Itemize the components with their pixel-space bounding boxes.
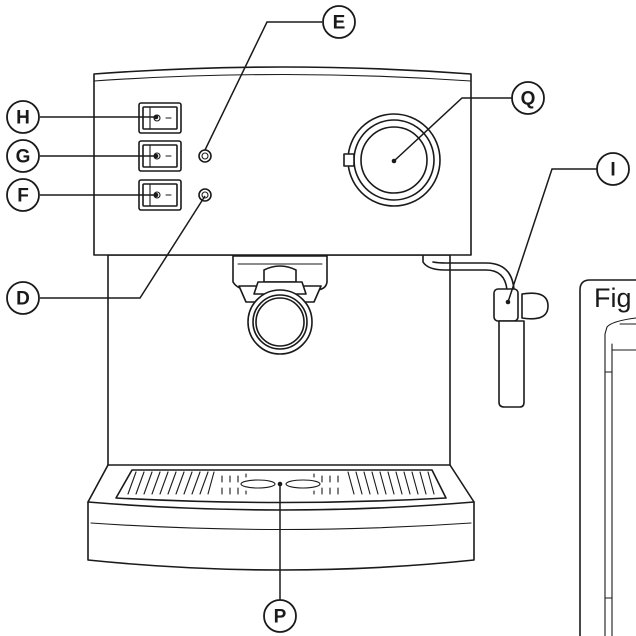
- switch-g: [138, 140, 182, 172]
- control-panel-housing: [93, 66, 472, 256]
- callout-h: H: [6, 100, 40, 134]
- drip-tray-lower-edge: [90, 522, 472, 531]
- callout-label-d: D: [16, 289, 30, 310]
- figure-panel: Fig: [579, 279, 636, 636]
- callout-label-p: P: [274, 607, 287, 628]
- callout-g: G: [6, 139, 40, 173]
- callout-line-e: [204, 21, 322, 151]
- figure-panel-border: [579, 279, 636, 636]
- callout-line-i: [507, 168, 597, 303]
- portafilter: [238, 281, 322, 355]
- callout-e: E: [322, 5, 356, 39]
- steam-wand-pipe-outer: [422, 254, 508, 291]
- portafilter-handle-mid: [252, 294, 308, 350]
- callout-label-q: Q: [521, 89, 536, 110]
- steam-wand-pipe-inner: [432, 261, 515, 291]
- control-panel: [93, 66, 472, 256]
- portafilter-handle-outer: [247, 289, 313, 355]
- group-head-spout: [263, 265, 297, 283]
- callout-label-h: H: [16, 108, 30, 129]
- callout-lines: [40, 21, 597, 600]
- drip-tray-front-edge: [87, 501, 475, 511]
- drip-tray-grill-slots: [127, 471, 435, 495]
- callout-d: D: [6, 281, 40, 315]
- switch-h: [138, 102, 182, 134]
- callout-f: F: [6, 178, 40, 212]
- callout-p: P: [263, 599, 297, 633]
- indicator-light-d: [198, 188, 212, 202]
- portafilter-ring: [253, 281, 307, 295]
- figure-panel-machine-outline: [604, 317, 636, 636]
- indicator-light-e: [198, 149, 212, 163]
- drip-tray: [87, 464, 475, 571]
- steam-wand: [422, 254, 549, 408]
- control-panel-rim: [93, 73, 472, 82]
- drip-tray-base: [87, 464, 475, 571]
- callout-label-i: I: [610, 160, 615, 181]
- callout-label-g: G: [16, 147, 31, 168]
- callout-q: Q: [511, 81, 545, 115]
- portafilter-handle-inner: [255, 297, 305, 347]
- callout-label-f: F: [17, 186, 29, 207]
- steam-wand-collar: [493, 288, 519, 322]
- steam-wand-nozzle: [498, 320, 525, 408]
- figure-label: Fig: [594, 283, 632, 313]
- drip-tray-grill-frame: [115, 469, 447, 504]
- callout-line-d: [40, 195, 206, 299]
- callout-label-e: E: [333, 13, 346, 34]
- callout-i: I: [596, 152, 630, 186]
- steam-wand-knob: [521, 292, 549, 320]
- callout-line-q: [393, 97, 512, 162]
